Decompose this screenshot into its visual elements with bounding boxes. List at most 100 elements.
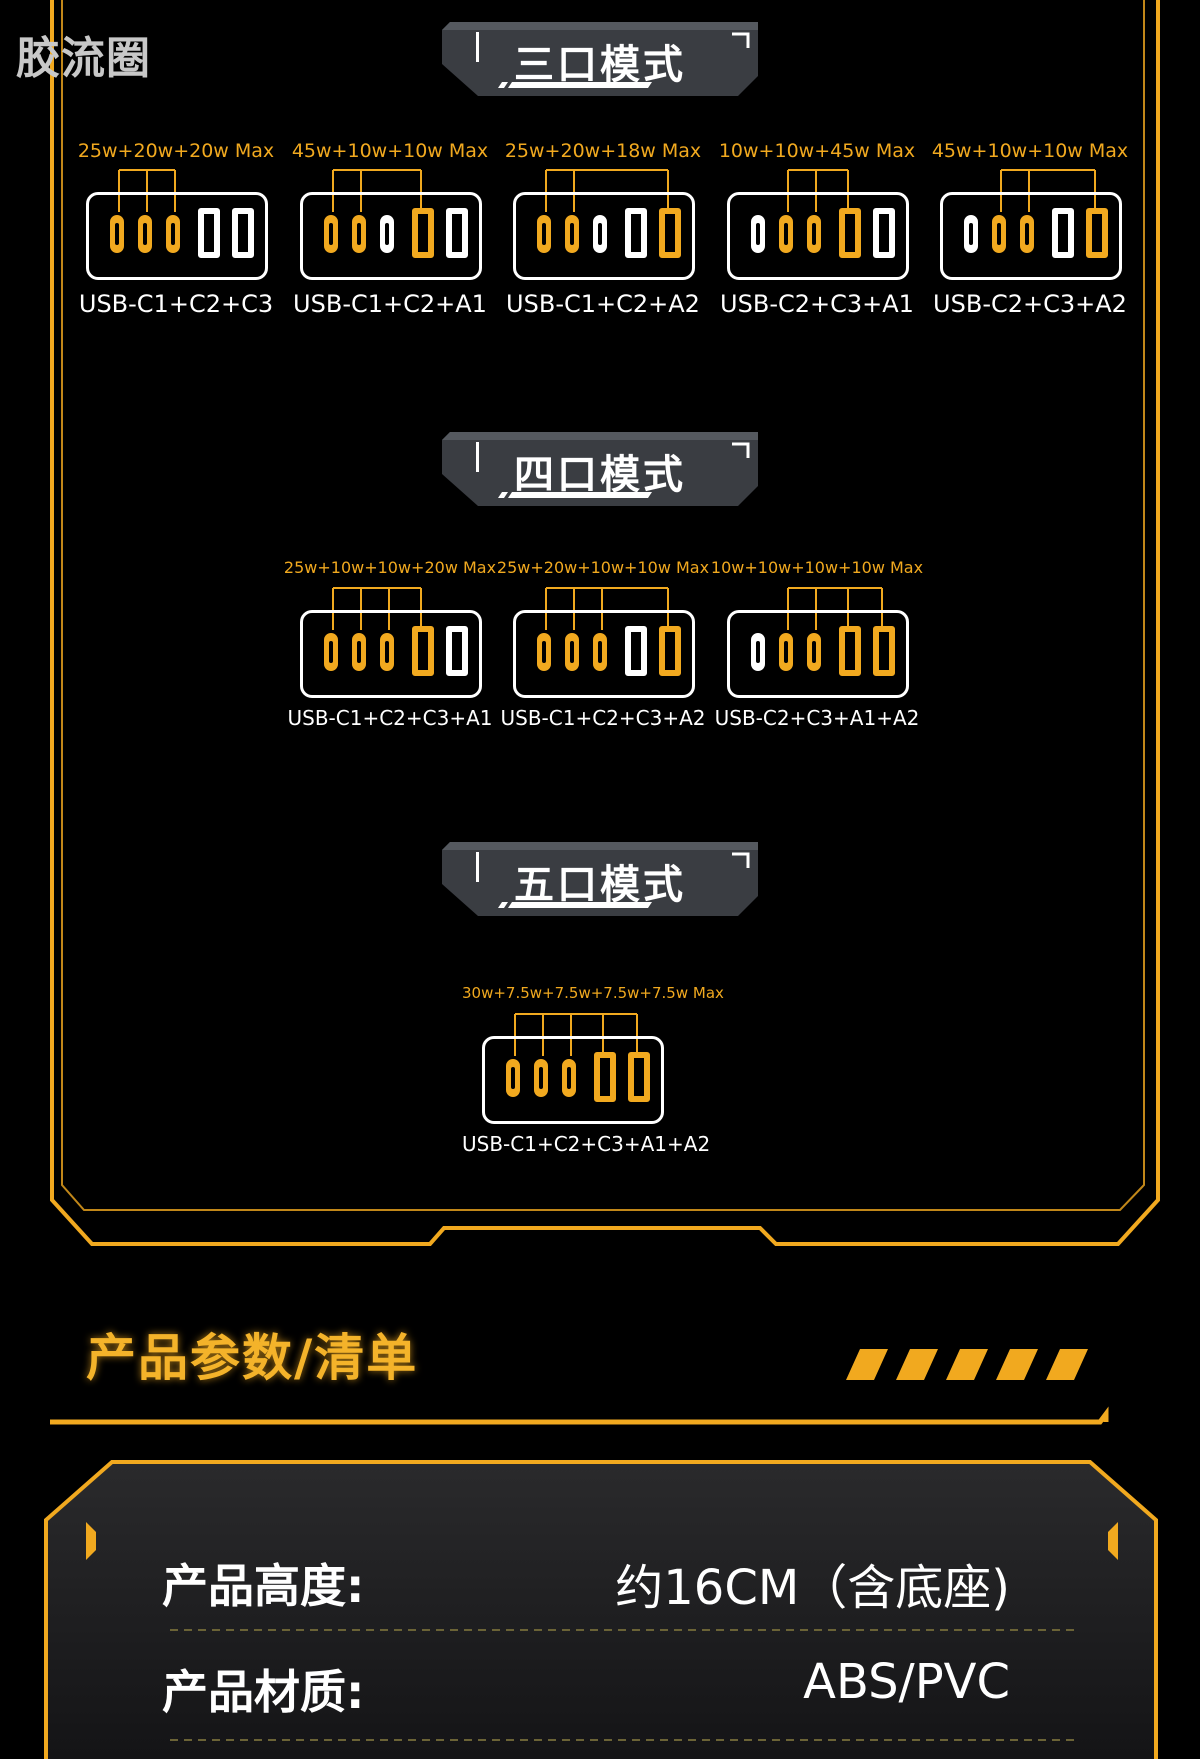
wattage-label: 30w+7.5w+7.5w+7.5w+7.5w Max — [462, 984, 724, 1002]
port-combo-label: USB-C2+C3+A1+A2 — [714, 706, 920, 730]
usb-c-port-icon — [964, 215, 978, 253]
usb-c-port-icon — [593, 633, 607, 671]
watermark-logo: 胶流圈 — [16, 33, 151, 84]
connector-path — [332, 587, 422, 630]
connector-path — [118, 169, 176, 212]
port-panel — [513, 192, 695, 280]
usb-a-port-icon — [198, 208, 220, 258]
usb-a-port-icon — [446, 208, 468, 258]
usb-a-port-icon — [446, 626, 468, 676]
usb-c-port-icon — [537, 633, 551, 671]
usb-a-port-icon — [659, 626, 681, 676]
wattage-label: 25w+20w+10w+10w Max — [496, 558, 710, 577]
mode-title: 三口模式 — [514, 42, 686, 88]
usb-a-port-icon — [625, 208, 647, 258]
mode-title: 五口模式 — [514, 862, 686, 908]
connector-lines — [514, 1013, 638, 1056]
mode-badge-frame — [442, 842, 758, 916]
connector-path — [332, 169, 422, 212]
connector-path — [1000, 169, 1096, 212]
usb-c-port-icon — [565, 215, 579, 253]
usb-c-port-icon — [593, 215, 607, 253]
params-heading: 产品参数/清单 — [86, 1329, 419, 1387]
port-panel — [300, 192, 482, 280]
usb-a-port-icon — [873, 626, 895, 676]
usb-c-port-icon — [562, 1059, 576, 1097]
usb-a-port-icon — [839, 626, 861, 676]
height-label: 产品高度: — [162, 1559, 365, 1613]
usb-c-port-icon — [537, 215, 551, 253]
connector-path — [787, 169, 849, 212]
wattage-label: 10w+10w+45w Max — [718, 140, 916, 162]
connector-lines — [118, 169, 176, 212]
port-combo-label: USB-C2+C3+A1 — [720, 290, 914, 318]
usb-c-port-icon — [751, 215, 765, 253]
connector-lines — [787, 587, 883, 630]
connector-lines — [332, 587, 422, 630]
port-panel — [300, 610, 482, 698]
port-combo-label: USB-C2+C3+A2 — [933, 290, 1127, 318]
height-value: 约16CM（含底座) — [615, 1560, 1010, 1616]
port-combo-label: USB-C1+C2+C3+A1 — [287, 706, 493, 730]
port-panel — [727, 192, 909, 280]
usb-a-port-icon — [412, 208, 434, 258]
usb-c-port-icon — [534, 1059, 548, 1097]
usb-c-port-icon — [138, 215, 152, 253]
usb-c-port-icon — [166, 215, 180, 253]
port-combo-label: USB-C1+C2+C3 — [78, 290, 274, 318]
usb-a-port-icon — [659, 208, 681, 258]
usb-a-port-icon — [1086, 208, 1108, 258]
usb-a-port-icon — [625, 626, 647, 676]
usb-c-port-icon — [324, 633, 338, 671]
usb-c-port-icon — [506, 1059, 520, 1097]
connector-lines — [332, 169, 422, 212]
connector-path — [787, 587, 883, 630]
usb-c-port-icon — [779, 215, 793, 253]
material-value: ABS/PVC — [803, 1654, 1010, 1710]
connector-path — [545, 587, 669, 630]
mode-badge-frame — [442, 22, 758, 96]
port-panel — [940, 192, 1122, 280]
port-panel — [727, 610, 909, 698]
port-panel — [86, 192, 268, 280]
usb-c-port-icon — [992, 215, 1006, 253]
usb-a-port-icon — [232, 208, 254, 258]
mode-title: 四口模式 — [514, 452, 686, 498]
connector-path — [545, 169, 669, 212]
connector-lines — [545, 169, 669, 212]
port-combo-label: USB-C1+C2+A2 — [506, 290, 700, 318]
usb-a-port-icon — [594, 1052, 616, 1102]
usb-c-port-icon — [324, 215, 338, 253]
wattage-label: 45w+10w+10w Max — [931, 140, 1129, 162]
usb-c-port-icon — [1020, 215, 1034, 253]
usb-a-port-icon — [412, 626, 434, 676]
connector-lines — [1000, 169, 1096, 212]
port-combo-label: USB-C1+C2+C3+A2 — [500, 706, 706, 730]
usb-c-port-icon — [380, 633, 394, 671]
usb-a-port-icon — [1052, 208, 1074, 258]
wattage-label: 25w+20w+20w Max — [77, 140, 275, 162]
wattage-label: 25w+10w+10w+20w Max — [283, 558, 497, 577]
mode-badge-frame — [442, 432, 758, 506]
port-panel — [482, 1036, 664, 1124]
usb-c-port-icon — [807, 633, 821, 671]
usb-c-port-icon — [565, 633, 579, 671]
connector-lines — [787, 169, 849, 212]
usb-a-port-icon — [839, 208, 861, 258]
wattage-label: 45w+10w+10w Max — [291, 140, 489, 162]
usb-c-port-icon — [110, 215, 124, 253]
wattage-label: 10w+10w+10w+10w Max — [710, 558, 924, 577]
usb-a-port-icon — [628, 1052, 650, 1102]
port-combo-label: USB-C1+C2+A1 — [293, 290, 487, 318]
wattage-label: 25w+20w+18w Max — [504, 140, 702, 162]
usb-c-port-icon — [352, 215, 366, 253]
connector-lines — [545, 587, 669, 630]
port-panel — [513, 610, 695, 698]
usb-c-port-icon — [807, 215, 821, 253]
connector-path — [514, 1013, 638, 1056]
port-combo-label: USB-C1+C2+C3+A1+A2 — [462, 1132, 711, 1156]
usb-c-port-icon — [380, 215, 394, 253]
usb-a-port-icon — [873, 208, 895, 258]
usb-c-port-icon — [352, 633, 366, 671]
